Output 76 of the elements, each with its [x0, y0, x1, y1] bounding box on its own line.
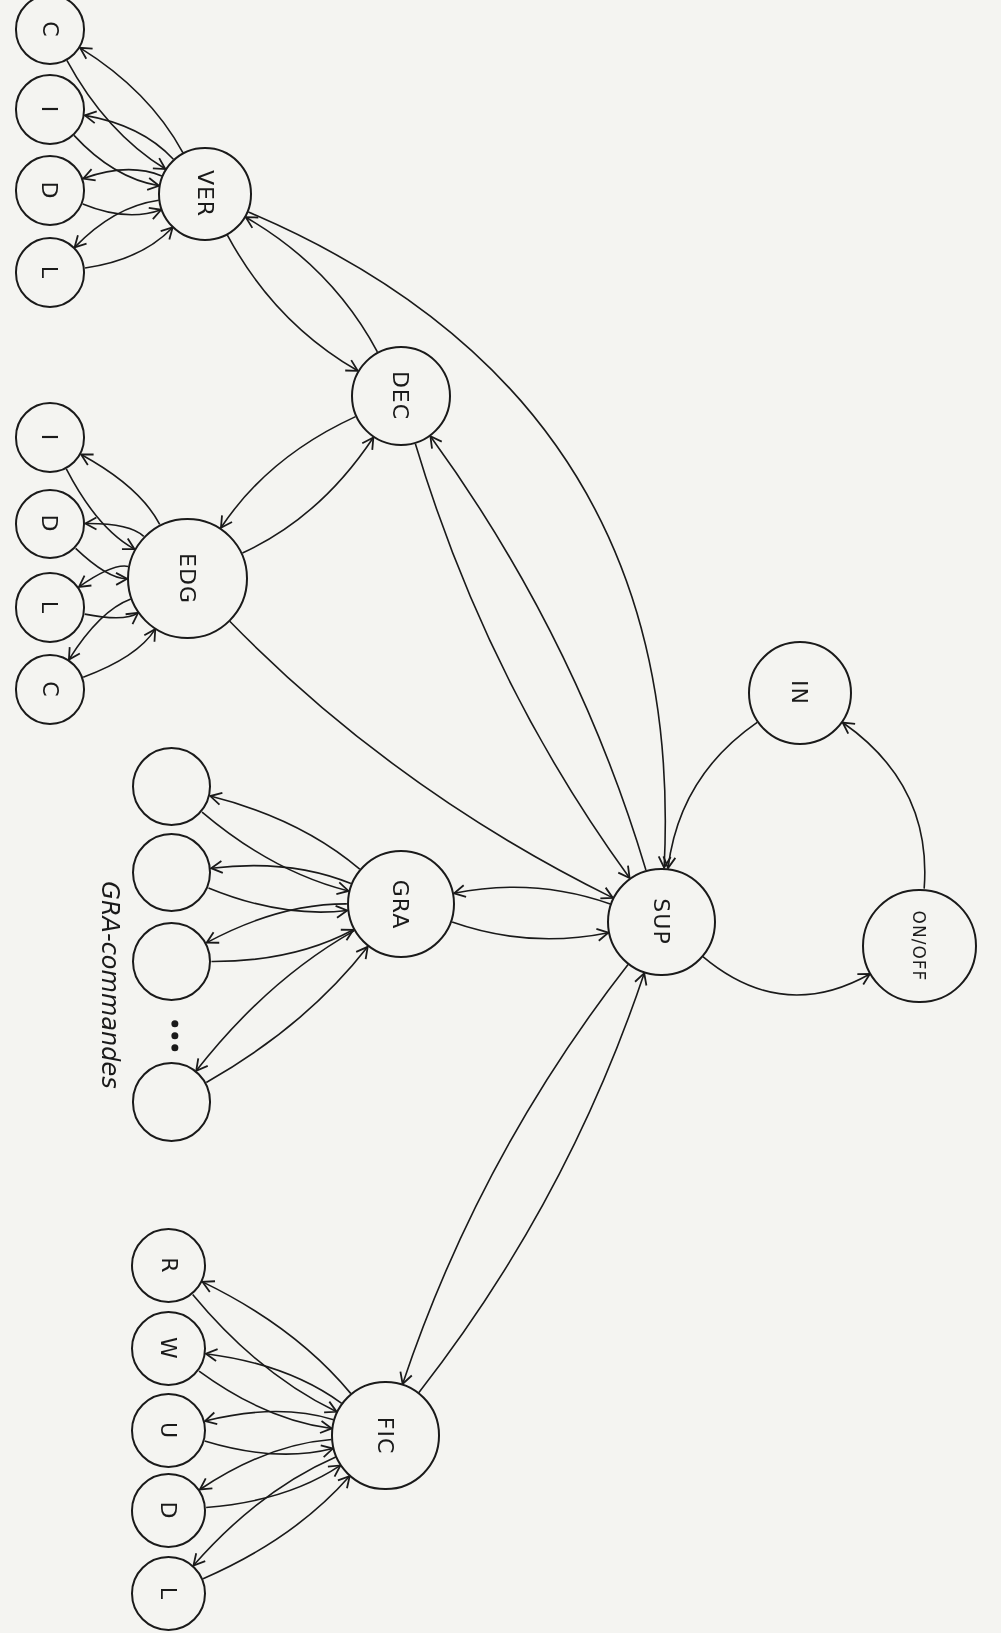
state-label: L [37, 600, 63, 614]
arrow [414, 442, 631, 879]
arrow [84, 110, 175, 161]
arrow [228, 620, 614, 900]
state-label: D [156, 1501, 182, 1520]
state-label: ON/OFF [909, 910, 930, 982]
arrow [220, 415, 357, 529]
arrow [198, 1370, 333, 1434]
arrow [429, 435, 647, 871]
arrow [226, 234, 359, 372]
arrow [82, 168, 163, 182]
state-label: SUP [648, 898, 674, 945]
arrow [210, 928, 355, 963]
state-label: GRA [388, 879, 414, 929]
arrow [80, 453, 161, 526]
arrow [702, 955, 871, 996]
state-label: VER [192, 170, 218, 218]
arrow [83, 611, 139, 625]
arrow [203, 1440, 334, 1458]
state-label: D [37, 181, 63, 200]
arrow [66, 59, 167, 170]
state-label: C [37, 21, 63, 38]
state-label: EDG [175, 552, 200, 604]
arrow [209, 792, 361, 870]
arrow [201, 1280, 352, 1395]
arrow [74, 547, 128, 585]
arrow [201, 811, 350, 895]
state-label: IN [787, 680, 813, 706]
arrow [841, 721, 926, 890]
arrow [78, 565, 129, 588]
arrow [65, 468, 136, 550]
arrow [68, 598, 132, 661]
arrow [662, 721, 758, 869]
group-caption: GRA-commandes [96, 881, 124, 1089]
arrow [73, 199, 160, 249]
arrow [84, 516, 145, 538]
state-label: I [37, 105, 63, 114]
state-circle [331, 1381, 440, 1490]
arrow [207, 887, 349, 919]
arrow [204, 1410, 335, 1426]
arrow [210, 860, 352, 885]
arrow [451, 921, 610, 942]
state-circle [131, 1556, 207, 1632]
state-circle [158, 146, 253, 241]
state-label: R [156, 1257, 182, 1274]
arrow [199, 1438, 333, 1491]
arrow [205, 1464, 342, 1509]
arrow [244, 216, 379, 353]
arrow [417, 972, 648, 1394]
state-circle [14, 73, 86, 145]
arrow [82, 628, 157, 679]
state-label: DEC [388, 371, 414, 421]
state-label: W [156, 1337, 182, 1361]
arrow [205, 1348, 343, 1405]
state-label: L [156, 1587, 182, 1601]
state-circle [14, 0, 86, 65]
state-label: C [37, 681, 63, 698]
state-label: I [37, 433, 63, 442]
arrow [202, 1475, 351, 1580]
state-label: FIC [372, 1416, 398, 1455]
arrow [81, 203, 163, 220]
state-label: U [156, 1421, 182, 1439]
arrow [247, 211, 672, 869]
arrow [79, 46, 184, 154]
arrow [205, 945, 369, 1084]
arrow [192, 1456, 337, 1567]
arrow [84, 226, 174, 269]
arrow [195, 930, 355, 1072]
arrow [453, 884, 612, 905]
state-label: D [37, 514, 63, 533]
state-label: L [37, 266, 63, 280]
arrow [191, 1293, 338, 1414]
arrow [205, 903, 348, 944]
arrow [73, 134, 160, 191]
arrow [399, 963, 629, 1385]
arrow [241, 436, 375, 554]
